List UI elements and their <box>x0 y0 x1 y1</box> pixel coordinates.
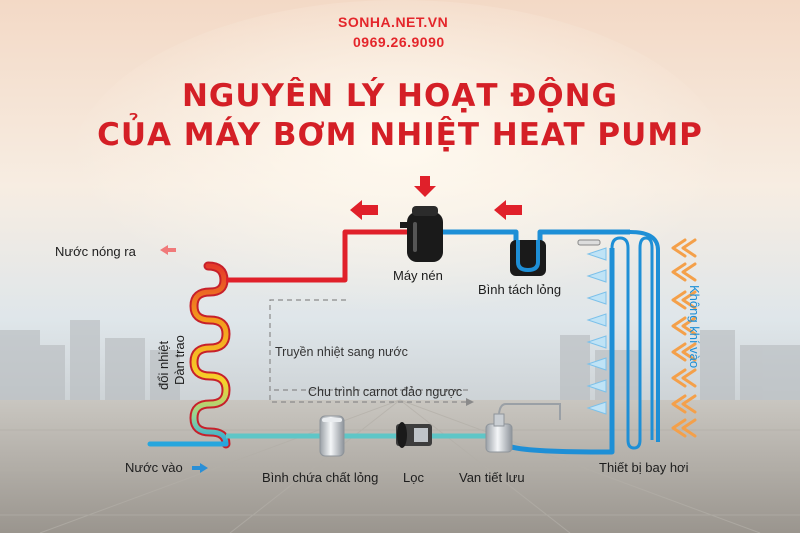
title-line-1: NGUYÊN LÝ HOẠT ĐỘNG <box>181 78 619 114</box>
dashed-arrow-head <box>466 398 474 406</box>
water-in-label: Nước vào <box>125 460 183 475</box>
carnot-cycle-label: Chu trình carnot đảo ngược <box>308 385 463 399</box>
title-line-2: CỦA MÁY BƠM NHIỆT HEAT PUMP <box>97 117 703 153</box>
heat-exchanger-label-2: đổi nhiệt <box>156 340 171 390</box>
filter-icon <box>396 422 432 448</box>
evaporator-coil <box>610 230 660 450</box>
evaporator-return-pipe <box>507 248 615 455</box>
evaporator-cap <box>577 239 601 246</box>
liquid-tank-label: Bình chứa chất lỏng <box>262 470 379 485</box>
flow-arrow-left-2 <box>494 200 522 220</box>
air-in-label: Không khí vào <box>687 285 702 369</box>
heat-transfer-label: Truyền nhiệt sang nước <box>275 345 408 359</box>
brand-phone: 0969.26.9090 <box>353 34 445 50</box>
hot-water-out-label: Nước nóng ra <box>55 244 136 259</box>
liquid-separator-label: Bình tách lỏng <box>478 282 562 297</box>
city-skyline <box>0 320 800 400</box>
compressor-label: Máy nén <box>393 268 443 283</box>
heat-exchanger-label-1: Dàn trao <box>172 335 187 385</box>
floor <box>0 400 800 533</box>
sun-glow <box>70 0 730 340</box>
expansion-valve-icon <box>485 403 561 453</box>
brand-website: SONHA.NET.VN <box>338 14 449 30</box>
liquid-separator-icon <box>510 240 546 276</box>
hot-out-arrow-icon <box>160 245 176 255</box>
filter-label: Lọc <box>403 470 424 485</box>
flow-arrow-left-1 <box>350 200 378 220</box>
dashed-flow-lines <box>269 299 472 403</box>
water-in-arrow-icon <box>192 463 208 473</box>
liquid-tank-icon <box>319 415 345 457</box>
evaporator-label: Thiết bị bay hơi <box>599 460 689 475</box>
flow-arrow-down <box>414 176 436 197</box>
air-in-arrows <box>671 238 697 438</box>
compressor-icon <box>400 206 443 262</box>
cold-air-arrows <box>586 247 607 415</box>
heat-exchanger-inner <box>191 263 229 447</box>
hot-refrigerant-pipe <box>226 229 420 283</box>
expansion-valve-label: Van tiết lưu <box>459 470 525 485</box>
